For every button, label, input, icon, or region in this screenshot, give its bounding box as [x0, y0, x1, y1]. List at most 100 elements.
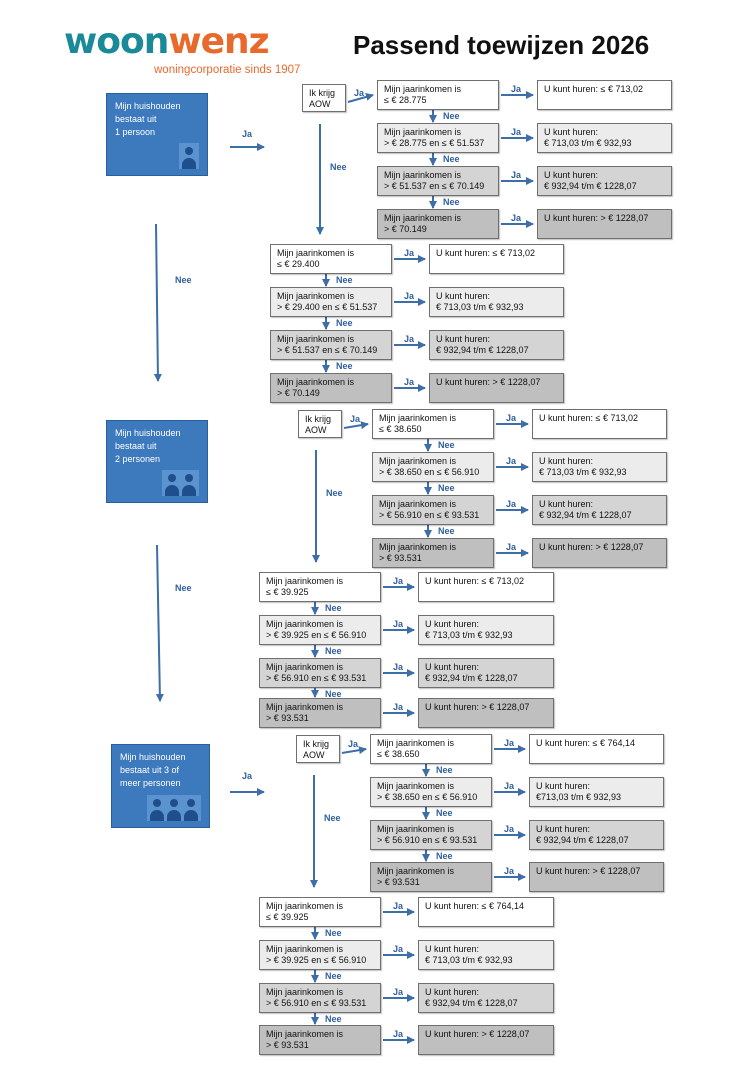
ja-label: Ja	[393, 576, 404, 586]
rent-box: U kunt huren: ≤ € 713,02	[429, 244, 564, 274]
income-box: Mijn jaarinkomen is > € 38.650 en ≤ € 56…	[372, 452, 494, 482]
rent-box: U kunt huren: ≤ € 713,02	[532, 409, 667, 439]
nee-arrow	[155, 544, 164, 702]
income-box: Mijn jaarinkomen is ≤ € 29.400	[270, 244, 392, 274]
ja-label: Ja	[404, 334, 415, 344]
ja-label: Ja	[393, 1029, 404, 1039]
ja-label: Ja	[393, 702, 404, 712]
nee-label: Nee	[443, 197, 460, 207]
income-box: Mijn jaarinkomen is > € 38.650 en ≤ € 56…	[370, 777, 492, 807]
people-icon	[162, 470, 199, 496]
ja-label: Ja	[404, 291, 415, 301]
nee-label: Nee	[325, 928, 342, 938]
ja-label: Ja	[504, 781, 515, 791]
income-box: Mijn jaarinkomen is > € 29.400 en ≤ € 51…	[270, 287, 392, 317]
nee-label: Nee	[443, 154, 460, 164]
people-icon	[179, 143, 199, 169]
nee-label: Nee	[325, 603, 342, 613]
ja-arrow	[347, 93, 374, 103]
ja-label: Ja	[504, 738, 515, 748]
nee-label: Nee	[438, 440, 455, 450]
rent-box: U kunt huren: € 932,94 t/m € 1228,07	[529, 820, 664, 850]
nee-label: Nee	[336, 318, 353, 328]
nee-label: Nee	[325, 646, 342, 656]
nee-label: Nee	[324, 813, 341, 823]
income-box: Mijn jaarinkomen is > € 93.531	[372, 538, 494, 568]
ja-label: Ja	[393, 662, 404, 672]
ja-label: Ja	[506, 456, 517, 466]
income-box: Mijn jaarinkomen is > € 70.149	[377, 209, 499, 239]
rent-box: U kunt huren: € 932,94 t/m € 1228,07	[537, 166, 672, 196]
household-box: Mijn huishouden bestaat uit 2 personen	[106, 420, 208, 503]
nee-label: Nee	[336, 275, 353, 285]
ja-label: Ja	[242, 771, 253, 781]
income-box: Mijn jaarinkomen is > € 39.925 en ≤ € 56…	[259, 615, 381, 645]
nee-label: Nee	[326, 488, 343, 498]
ja-label: Ja	[404, 377, 415, 387]
rent-box: U kunt huren: € 932,94 t/m € 1228,07	[429, 330, 564, 360]
ja-label: Ja	[348, 739, 359, 749]
income-box: Mijn jaarinkomen is ≤ € 39.925	[259, 572, 381, 602]
household-box: Mijn huishouden bestaat uit 3 of meer pe…	[111, 744, 210, 828]
page-title: Passend toewijzen 2026	[353, 30, 650, 60]
rent-box: U kunt huren: € 932,94 t/m € 1228,07	[418, 983, 554, 1013]
income-box: Mijn jaarinkomen is > € 93.531	[370, 862, 492, 892]
rent-box: U kunt huren: € 713,03 t/m € 932,93	[418, 615, 554, 645]
rent-box: U kunt huren: € 713,03 t/m € 932,93	[429, 287, 564, 317]
household-box: Mijn huishouden bestaat uit 1 persoon	[106, 93, 208, 176]
person-icon	[165, 474, 179, 496]
rent-box: U kunt huren: > € 1228,07	[532, 538, 667, 568]
logo: woonwenz woningcorporatie sinds 1907	[64, 21, 300, 77]
household-label: Mijn huishouden bestaat uit 2 personen	[115, 428, 181, 464]
ja-label: Ja	[511, 170, 522, 180]
person-icon	[167, 799, 181, 821]
nee-label: Nee	[325, 1014, 342, 1024]
logo-woon-text: woon	[64, 21, 169, 62]
nee-label: Nee	[325, 971, 342, 981]
rent-box: U kunt huren: ≤ € 764,14	[529, 734, 664, 764]
income-box: Mijn jaarinkomen is > € 70.149	[270, 373, 392, 403]
aow-box: Ik krijg AOW	[302, 84, 346, 112]
ja-label: Ja	[242, 129, 253, 139]
income-box: Mijn jaarinkomen is > € 28.775 en ≤ € 51…	[377, 123, 499, 153]
rent-box: U kunt huren: > € 1228,07	[418, 698, 554, 728]
income-box: Mijn jaarinkomen is ≤ € 38.650	[372, 409, 494, 439]
nee-label: Nee	[436, 765, 453, 775]
income-box: Mijn jaarinkomen is > € 51.537 en ≤ € 70…	[377, 166, 499, 196]
person-icon	[184, 799, 198, 821]
rent-box: U kunt huren: > € 1228,07	[529, 862, 664, 892]
nee-label: Nee	[325, 689, 342, 699]
ja-label: Ja	[511, 127, 522, 137]
ja-label: Ja	[350, 414, 361, 424]
rent-box: U kunt huren: € 713,03 t/m € 932,93	[418, 940, 554, 970]
aow-box: Ik krijg AOW	[296, 735, 340, 763]
income-box: Mijn jaarinkomen is > € 56.910 en ≤ € 93…	[259, 658, 381, 688]
ja-arrow	[343, 421, 369, 430]
rent-box: U kunt huren: ≤ € 713,02	[418, 572, 554, 602]
person-icon	[150, 799, 164, 821]
nee-label: Nee	[330, 162, 347, 172]
ja-label: Ja	[393, 944, 404, 954]
ja-label: Ja	[354, 88, 365, 98]
rent-box: U kunt huren: ≤ € 713,02	[537, 80, 672, 110]
rent-box: U kunt huren: € 932,94 t/m € 1228,07	[418, 658, 554, 688]
income-box: Mijn jaarinkomen is ≤ € 39.925	[259, 897, 381, 927]
nee-label: Nee	[436, 808, 453, 818]
income-box: Mijn jaarinkomen is > € 56.910 en ≤ € 93…	[372, 495, 494, 525]
nee-label: Nee	[436, 851, 453, 861]
rent-box: U kunt huren: € 713,03 t/m € 932,93	[537, 123, 672, 153]
person-icon	[182, 474, 196, 496]
nee-label: Nee	[438, 483, 455, 493]
ja-label: Ja	[504, 824, 515, 834]
income-box: Mijn jaarinkomen is ≤ € 38.650	[370, 734, 492, 764]
rent-box: U kunt huren: > € 1228,07	[418, 1025, 554, 1055]
household-label: Mijn huishouden bestaat uit 3 of meer pe…	[120, 752, 186, 788]
person-icon	[182, 147, 196, 169]
income-box: Mijn jaarinkomen is > € 93.531	[259, 1025, 381, 1055]
household-label: Mijn huishouden bestaat uit 1 persoon	[115, 101, 181, 137]
nee-label: Nee	[443, 111, 460, 121]
ja-label: Ja	[504, 866, 515, 876]
nee-arrow	[153, 223, 162, 382]
